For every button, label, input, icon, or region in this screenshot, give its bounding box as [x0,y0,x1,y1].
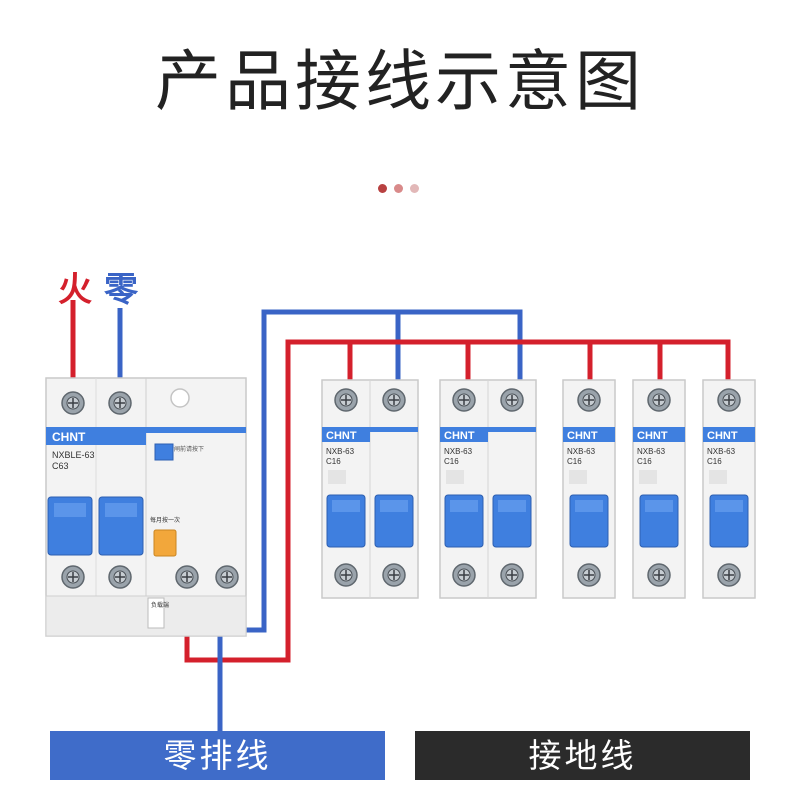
rating-text: C16 [637,457,652,466]
indicator-hole [170,388,190,408]
rating-text: C16 [444,457,459,466]
note-text: 合闸前请按下 [168,445,204,453]
load-tag [147,597,165,629]
test-button [154,443,174,461]
model-text: NXB-63 [567,447,596,456]
rating-text: C16 [707,457,722,466]
handle-highlight [105,503,137,517]
model-text: NXB-63 [707,447,736,456]
model-text: NXB-63 [326,447,355,456]
spec-block [639,470,657,484]
branch-breakers: CHNTNXB-63C16CHNTNXB-63C16CHNTNXB-63C16C… [321,379,756,599]
breaker-body [562,379,616,599]
brand-text: CHNT [567,430,598,442]
handle-highlight [575,500,603,512]
dot-3 [410,184,419,193]
brand-stripe [322,427,370,442]
load-label: 负载端 [151,601,169,609]
spec-block [328,470,346,484]
handle-highlight [450,500,478,512]
brand-stripe [703,427,755,442]
ground-bar-label: 接地线 [415,731,750,780]
decorative-dots [378,184,424,194]
page-title: 产品接线示意图 [155,43,645,120]
wire-live-trunk [184,339,731,663]
test-label: 每月按一次 [150,516,180,524]
test-button-orange [153,529,177,557]
handle-highlight [645,500,673,512]
handle-highlight [715,500,743,512]
dot-1 [378,184,387,193]
brand-stripe [633,427,685,442]
model-text: NXBLE-63 [52,450,95,460]
model-text: NXB-63 [444,447,473,456]
rating-text: C16 [567,457,582,466]
brand-stripe [563,427,615,442]
spec-block [569,470,587,484]
brand-stripe [440,427,488,442]
handle-highlight [380,500,408,512]
brand-stripe-right [146,427,246,433]
brand-text: CHNT [707,430,738,442]
dot-2 [394,184,403,193]
rating-text: C63 [52,461,69,471]
main-breaker-foot [45,595,247,637]
brand-stripe-right [488,427,536,432]
wires [70,300,731,732]
brand-stripe-right [370,427,418,432]
handle-highlight [332,500,360,512]
handle-highlight [498,500,526,512]
brand-text: CHNT [326,430,357,442]
spec-block [709,470,727,484]
spec-block [446,470,464,484]
rating-text: C16 [326,457,341,466]
neutral-label: 零 [104,270,138,310]
brand-text: CHNT [52,430,86,444]
brand-text: CHNT [444,430,475,442]
brand-text: CHNT [637,430,668,442]
handle-highlight [54,503,86,517]
model-text: NXB-63 [637,447,666,456]
breaker-body [702,379,756,599]
neutral-bar-label: 零排线 [50,731,385,780]
brand-stripe [46,427,146,445]
breaker-body [632,379,686,599]
